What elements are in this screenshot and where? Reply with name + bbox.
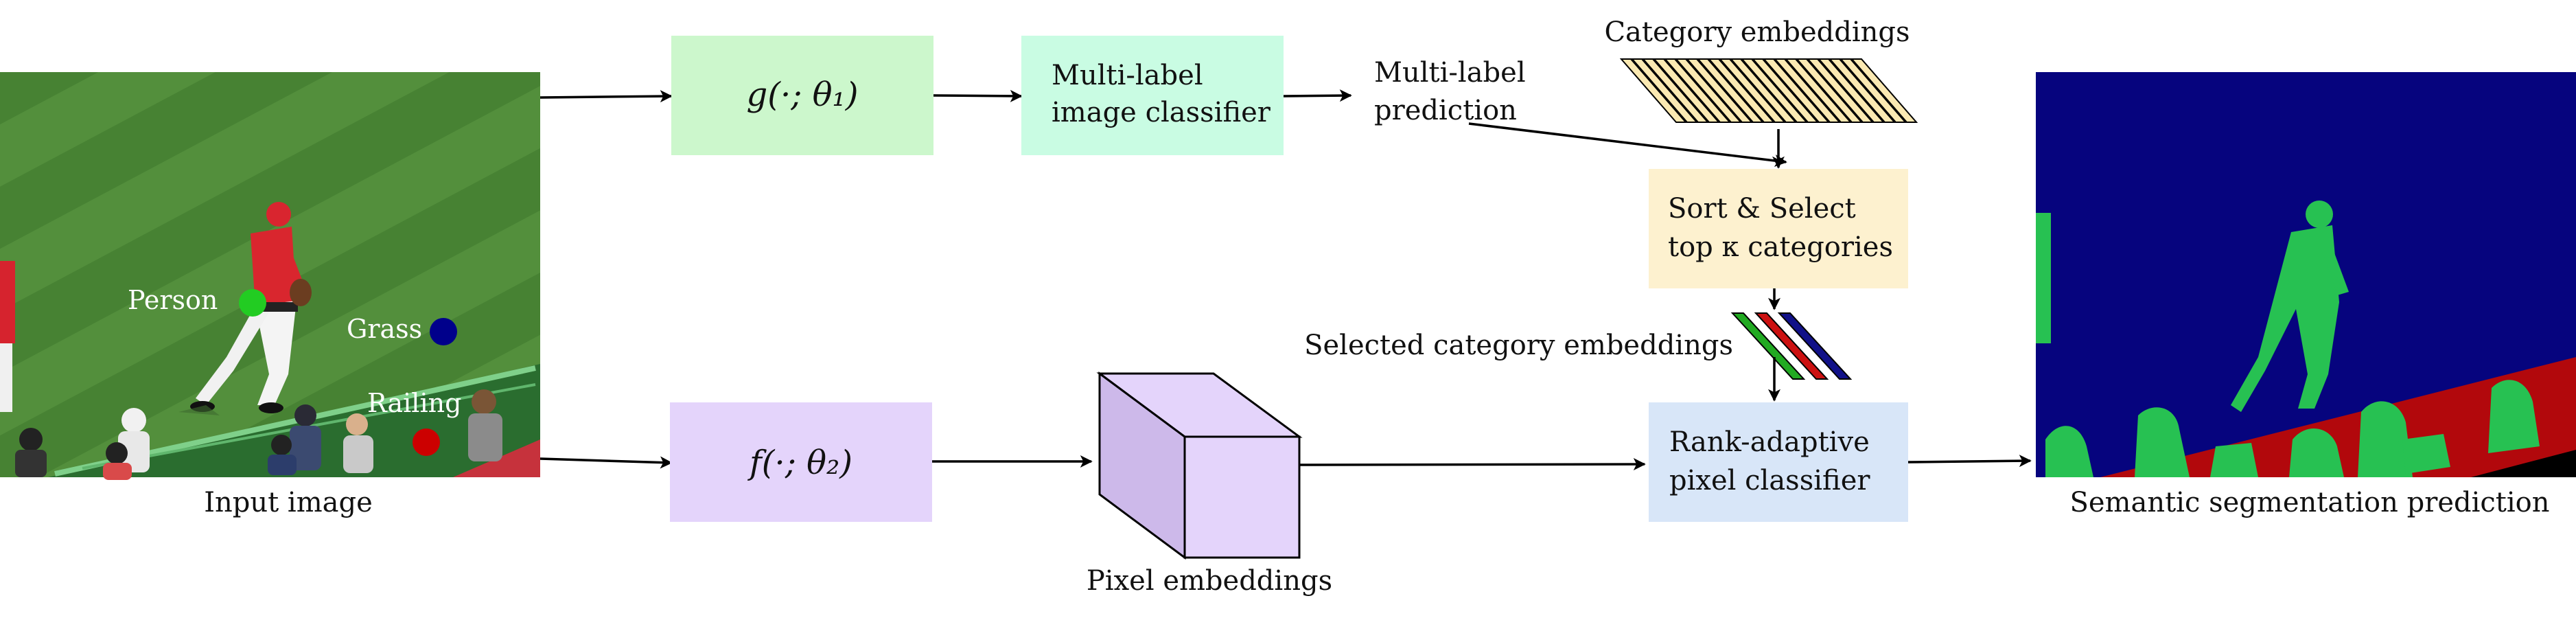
left-player (0, 261, 15, 412)
category-embedding-bar (1707, 58, 1776, 123)
railing-label: Railing (367, 388, 461, 418)
category-embedding-bar (1795, 58, 1864, 123)
category-embedding-bar (1718, 58, 1787, 123)
category-embeddings-stack (1619, 58, 1918, 123)
category-embedding-bar (1619, 58, 1688, 123)
arrow-g-to-classifier (933, 89, 1023, 102)
railing-point-marker (413, 428, 440, 456)
spectators (15, 389, 502, 480)
selected-embeddings-stack (1730, 312, 1853, 380)
sort-line1: Sort & Select (1668, 193, 1856, 225)
segmentation-other (2471, 450, 2576, 477)
classifier-line2: image classifier (1052, 97, 1271, 128)
pixel-embeddings-cube (1096, 371, 1303, 560)
f-theta2-label: f(·; θ₂) (747, 444, 852, 482)
input-image-caption: Input image (204, 487, 373, 518)
category-embedding-bar (1762, 58, 1831, 123)
person-annotation: Person (128, 285, 266, 317)
arrow-cube-to-rank (1299, 458, 1646, 471)
person-label: Person (128, 285, 218, 315)
sort-select-box: Sort & Select top κ categories (1649, 169, 1908, 288)
prediction-line2: prediction (1374, 95, 1517, 126)
category-embedding-bar (1641, 58, 1710, 123)
category-embedding-bar (1740, 58, 1809, 123)
railing-annotation: Railing (367, 388, 461, 456)
selected-embedding-bar (1777, 312, 1853, 380)
arrow-classifier-to-prediction (1283, 89, 1352, 102)
selected-embedding-bar (1754, 312, 1829, 380)
cube-front-face (1183, 435, 1301, 559)
arrow-input-to-g (539, 90, 673, 103)
player-figure (178, 202, 312, 415)
grass-annotation: Grass (347, 314, 457, 345)
category-embedding-bar (1784, 58, 1853, 123)
sort-line2: top κ categories (1668, 231, 1893, 263)
rank-line1: Rank-adaptive (1669, 426, 1870, 458)
category-embedding-bar (1806, 58, 1875, 123)
category-embedding-bar (1696, 58, 1765, 123)
category-embedding-bar (1828, 58, 1896, 123)
selected-embeddings-label: Selected category embeddings (1304, 330, 1733, 361)
pixel-embeddings-label: Pixel embeddings (1087, 565, 1332, 597)
arrow-rank-to-output (1907, 455, 2032, 468)
category-embedding-bar (1839, 58, 1907, 123)
category-embedding-bar (1751, 58, 1820, 123)
multi-label-classifier-box: Multi-label image classifier (1021, 36, 1284, 155)
category-embedding-bar (1773, 58, 1842, 123)
g-theta1-label: g(·; θ₁) (746, 76, 858, 114)
category-embedding-bar (1663, 58, 1732, 123)
segmentation-output-image (2036, 72, 2576, 477)
category-embedding-bar (1685, 58, 1754, 123)
segmentation-caption: Semantic segmentation prediction (2069, 487, 2549, 518)
prediction-line1: Multi-label (1374, 57, 1526, 89)
grass-label: Grass (347, 314, 422, 344)
person-point-marker (239, 289, 266, 317)
category-embedding-bar (1729, 58, 1798, 123)
category-embedding-bar (1652, 58, 1721, 123)
rank-adaptive-classifier-box: Rank-adaptive pixel classifier (1649, 402, 1908, 522)
input-image: Person Grass Railing (0, 72, 540, 480)
rank-box-rect (1649, 402, 1908, 522)
classifier-line1: Multi-label (1052, 60, 1203, 91)
category-embeddings-label: Category embeddings (1604, 16, 1910, 48)
classifier-box-rect (1021, 36, 1284, 155)
arrow-prediction-to-sort (1468, 122, 1787, 167)
sort-box-rect (1649, 169, 1908, 288)
category-embedding-bar (1674, 58, 1743, 123)
grass-point-marker (430, 318, 457, 345)
f-box-rect (670, 402, 932, 522)
category-embedding-bar (1630, 58, 1699, 123)
category-embedding-bar (1850, 58, 1918, 123)
f-theta2-box: f(·; θ₂) (670, 402, 932, 522)
selected-embedding-bar (1730, 312, 1806, 380)
multi-label-prediction: Multi-label prediction (1374, 57, 1526, 126)
segmentation-person (2036, 201, 2540, 477)
rank-line2: pixel classifier (1669, 465, 1870, 496)
g-theta1-box: g(·; θ₁) (671, 36, 933, 155)
g-box-rect (671, 36, 933, 155)
category-embedding-bar (1817, 58, 1885, 123)
arrow-input-to-f (539, 456, 673, 469)
